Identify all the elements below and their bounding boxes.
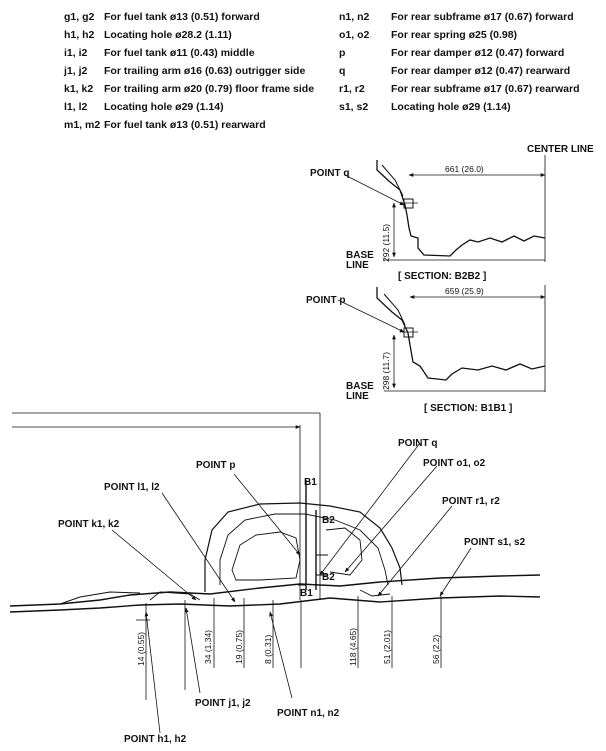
floor-frame-lower [9,595,541,613]
legend-description: For fuel tank ø13 (0.51) rearward [104,119,266,131]
legend-left: g1, g2 For fuel tank ø13 (0.51) forward h1… [64,8,314,134]
legend-row: s1, s2 Locating hole ø29 (1.14) [339,98,580,116]
legend-description: For rear spring ø25 (0.98) [391,29,518,41]
legend-description: Locating hole ø29 (1.14) [391,101,511,113]
legend-description: For fuel tank ø13 (0.51) forward [104,11,260,23]
legend-row: h1, h2 Locating hole ø28.2 (1.11) [64,26,314,44]
legend-row: i1, i2 For fuel tank ø11 (0.43) middle [64,44,314,62]
legend-row: k1, k2 For trailing arm ø20 (0.79) floor … [64,80,314,98]
point-r-label: POINT r1, r2 [442,496,500,507]
section-mark-b1-top: B1 [304,477,317,488]
point-l-label: POINT l1, l2 [104,482,160,493]
inner-panel-b2 [381,164,404,197]
legend-description: Locating hole ø29 (1.14) [104,101,224,113]
center-line-label: CENTER LINE [527,144,594,155]
dim-292-label: 292 (11.5) [381,224,391,262]
legend-description: For rear subframe ø17 (0.67) forward [391,11,574,23]
legend-code: k1, k2 [64,83,94,95]
floor-frame-upper [9,574,541,607]
dim-659-label: 659 (25.9) [445,286,484,296]
point-s-label: POINT s1, s2 [464,537,526,548]
dim-56-label: 56 (2.2) [431,635,441,664]
legend-description: For fuel tank ø11 (0.43) middle [104,47,255,59]
section-mark-b2-top: B2 [322,515,335,526]
point-q-label-b2: POINT q [310,168,349,179]
legend-description: For trailing arm ø20 (0.79) floor frame … [104,83,315,95]
side-view-drawing [9,174,541,734]
legend-code: j1, j2 [64,65,88,77]
line-label-b1: LINE [346,391,369,402]
dimension-ticks [136,596,442,700]
section-mark-b1-bottom: B1 [300,588,313,599]
fuel-tank-outline [231,531,301,581]
legend-description: For trailing arm ø16 (0.63) outrigger si… [104,65,306,77]
base-label-b2: BASE [346,250,374,261]
wheelhouse-outline [204,502,403,592]
dim-118-label: 118 (4.65) [348,628,358,666]
legend-right: n1, n2 For rear subframe ø17 (0.67) forwa… [339,8,580,116]
legend-row: r1, r2 For rear subframe ø17 (0.67) rearw… [339,80,580,98]
damper-mount-p [403,327,414,338]
body-profile-b2 [376,160,546,257]
legend-code: q [339,65,346,77]
point-p-label-b1: POINT p [306,295,345,306]
legend-row: n1, n2 For rear subframe ø17 (0.67) forwa… [339,8,580,26]
dim-8-label: 8 (0.31) [263,635,273,664]
dim-14-label: 14 (0.55) [136,632,146,666]
section-b2-title: [ SECTION: B2B2 ] [398,271,486,282]
dim-34-label: 34 (1.34) [203,630,213,664]
legend-row: p For rear damper ø12 (0.47) forward [339,44,580,62]
section-b1-drawing [376,285,546,392]
body-profile-b1 [376,287,546,381]
legend-code: m1, m2 [64,119,101,131]
legend-row: o1, o2 For rear spring ø25 (0.98) [339,26,580,44]
legend-row: l1, l2 Locating hole ø29 (1.14) [64,98,314,116]
point-p-label: POINT p [196,460,235,471]
legend-row: q For rear damper ø12 (0.47) rearward [339,62,580,80]
legend-description: For rear damper ø12 (0.47) forward [391,47,565,59]
leader-lines [111,174,472,734]
legend-description: For rear subframe ø17 (0.67) rearward [391,83,580,95]
line-label-b2: LINE [346,260,369,271]
dim-661-label: 661 (26.0) [445,164,484,174]
dim-298-label: 298 (11.7) [381,352,391,390]
dim-51-label: 51 (2.01) [382,630,392,664]
legend-code: s1, s2 [339,101,369,113]
legend-code: r1, r2 [339,83,365,95]
point-k-label: POINT k1, k2 [58,519,120,530]
point-o-label: POINT o1, o2 [423,458,486,469]
base-label-b1: BASE [346,381,374,392]
legend-code: g1, g2 [64,11,95,23]
legend-code: n1, n2 [339,11,370,23]
legend-row: j1, j2 For trailing arm ø16 (0.63) outrig… [64,62,314,80]
section-b1-title: [ SECTION: B1B1 ] [424,403,512,414]
point-n-label: POINT n1, n2 [277,708,340,719]
legend-code: i1, i2 [64,47,88,59]
legend-description: For rear damper ø12 (0.47) rearward [391,65,571,77]
dim-19-label: 19 (0.75) [234,630,244,664]
legend-description: Locating hole ø28.2 (1.11) [104,29,232,41]
legend-code: l1, l2 [64,101,88,113]
point-j-label: POINT j1, j2 [195,698,251,709]
point-q-label: POINT q [398,438,437,449]
legend-code: o1, o2 [339,29,370,41]
legend-code: h1, h2 [64,29,95,41]
legend-row: g1, g2 For fuel tank ø13 (0.51) forward [64,8,314,26]
section-mark-b2-bottom: B2 [322,572,335,583]
point-h-label: POINT h1, h2 [124,734,187,745]
legend-code: p [339,47,346,59]
